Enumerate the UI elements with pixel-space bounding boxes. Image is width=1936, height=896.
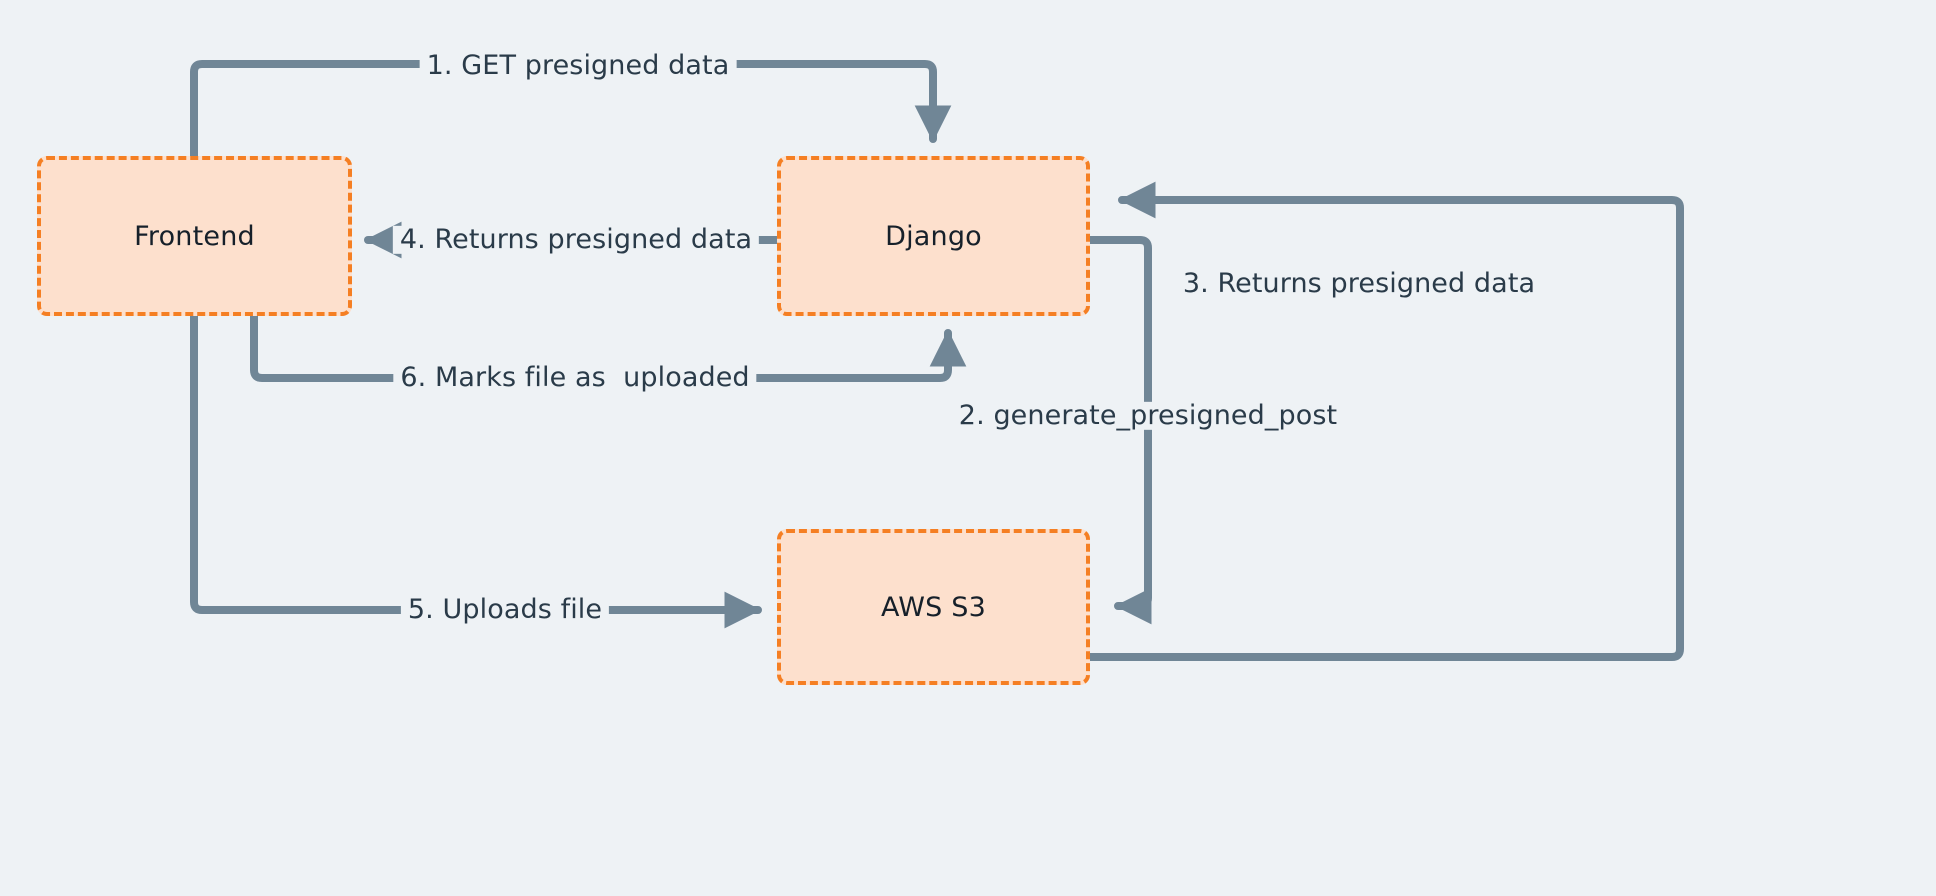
node-frontend[interactable]: Frontend	[37, 156, 352, 316]
edge-label-3: 3. Returns presigned data	[1175, 269, 1543, 299]
node-aws-s3[interactable]: AWS S3	[777, 529, 1090, 685]
edge-label-6: 6. Marks file as uploaded	[393, 363, 757, 393]
node-django-label: Django	[885, 220, 982, 252]
node-frontend-label: Frontend	[134, 220, 255, 252]
node-aws-s3-label: AWS S3	[881, 591, 986, 623]
edge-label-5: 5. Uploads file	[400, 595, 610, 625]
edge-label-1: 1. GET presigned data	[419, 51, 737, 81]
node-django[interactable]: Django	[777, 156, 1090, 316]
edge-path-3	[1086, 181, 1684, 661]
edge-label-2: 2. generate_presigned_post	[951, 401, 1345, 431]
edge-label-4: 4. Returns presigned data	[392, 225, 760, 255]
edge-path-5	[190, 312, 762, 629]
